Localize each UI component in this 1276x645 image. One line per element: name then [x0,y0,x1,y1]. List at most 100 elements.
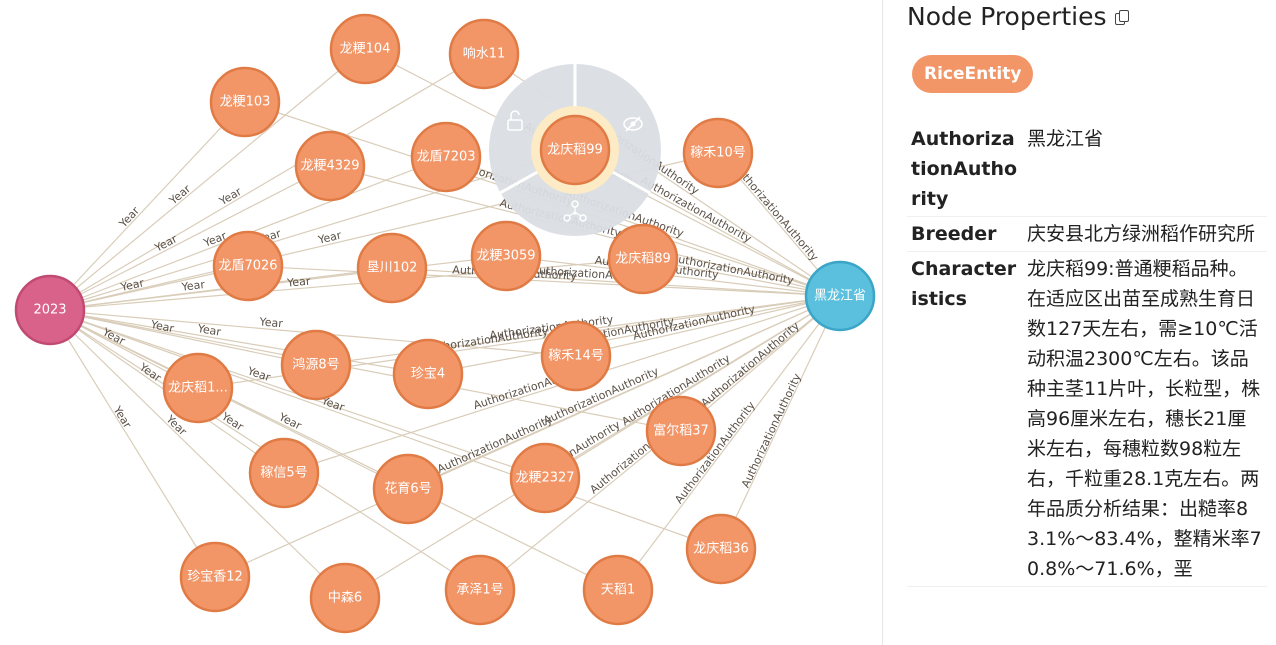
rice-node[interactable]: 龙盾7026 [212,230,284,302]
year-edge [49,309,216,578]
property-value: 龙庆稻99:普通粳稻品种。在适应区出苗至成熟生育日数127天左右，需≥10℃活动… [1027,258,1262,580]
year-edge [49,165,331,311]
node-label: 稼禾10号 [690,146,746,161]
node-label: 响水11 [463,46,506,62]
node-label: 龙盾7203 [416,150,475,165]
node-label: 龙粳104 [340,42,391,57]
node-label: 黑龙江省 [814,289,866,304]
node-label: 鸿源8号 [292,357,339,373]
rice-node[interactable]: 稼信5号 [248,437,320,509]
node-label: 中森6 [328,591,362,606]
node-layer: 龙粳104 响水11 龙粳103 龙粳4329 龙盾7203 龙庆稻99 稼禾10号龙盾70… [14,13,876,634]
rice-node[interactable]: 龙庆稻89 [607,223,679,295]
rice-node[interactable]: 龙粳2327 [509,442,581,514]
property-key: Breeder [911,223,997,245]
node-label: 垦川102 [367,261,418,276]
rice-node[interactable]: 珍宝4 [392,338,464,410]
node-label: 龙粳4329 [300,159,359,174]
year-edge-label: Year [116,204,142,231]
copy-icon[interactable] [1114,9,1129,25]
node-label: 花育6号 [384,481,431,497]
rice-node[interactable]: 中森6 [309,562,381,634]
year-edge-label: Year [119,276,146,294]
node-label: 2023 [33,303,66,318]
property-row: AuthorizationAuthority 黑龙江省 [907,122,1267,217]
property-row: Breeder 庆安县北方绿洲稻作研究所 [907,217,1267,252]
node-label: 珍宝4 [411,367,445,382]
node-label: 龙庆稻99 [547,143,603,158]
expand-icon[interactable] [563,200,587,222]
year-hub-node[interactable]: 2023 [14,274,86,346]
authority-edge-label: AuthorizationAuthority [739,371,804,490]
authority-edge [344,295,841,599]
label-chip[interactable]: RiceEntity [912,55,1034,93]
authority-edge [720,295,841,550]
property-key: Characteristics [911,258,1017,310]
property-table: AuthorizationAuthority 黑龙江省 Breeder 庆安县北… [907,122,1267,587]
year-edge [49,309,346,599]
property-key: AuthorizationAuthority [911,128,1018,210]
year-edge [49,258,644,311]
year-edge [49,309,722,550]
authority-edge [617,295,841,591]
rice-node[interactable]: 鸿源8号 [280,329,352,401]
year-edge [49,309,682,432]
year-edge-label: Year [286,275,312,290]
property-value: 庆安县北方绿洲稻作研究所 [1027,223,1256,245]
rice-node[interactable]: 珍宝香12 [179,541,251,613]
properties-panel: Node Properties RiceEntity Authorization… [882,0,1276,645]
year-edge [49,309,317,366]
year-edge [49,309,429,375]
rice-node[interactable]: 龙粳103 [209,66,281,138]
graph-canvas[interactable]: YearAuthorizationAuthorityYearAuthorizat… [0,0,882,645]
node-label: 龙粳103 [220,95,271,110]
graph-svg[interactable]: YearAuthorizationAuthorityYearAuthorizat… [0,0,882,645]
node-label: 稼信5号 [260,466,307,481]
authority-edge [214,295,841,578]
node-label: 稼禾14号 [548,349,604,364]
node-label: 富尔稻37 [653,423,709,439]
property-value: 黑龙江省 [1027,128,1104,150]
rice-node[interactable]: 垦川102 [356,232,428,304]
rice-node[interactable]: 响水11 [448,18,520,90]
node-label: 龙庆稻1... [168,381,228,396]
year-edge-label: Year [316,229,343,247]
rice-node[interactable]: 龙粳4329 [294,130,366,202]
node-label: 龙庆稻89 [615,252,671,267]
node-label: 承泽1号 [456,583,503,598]
year-edge-label: Year [166,182,193,208]
rice-node[interactable]: 富尔稻37 [645,395,717,467]
selected-node[interactable]: 龙庆稻99 [539,114,611,186]
panel-title: Node Properties [907,2,1107,31]
authority-edge [247,265,841,297]
year-edge [49,101,246,311]
year-edge-label: Year [180,278,206,294]
year-edge [49,53,485,311]
rice-node[interactable]: 龙盾7203 [410,121,482,193]
authority-hub-node[interactable]: 黑龙江省 [804,260,876,332]
rice-node[interactable]: 龙粳104 [329,13,401,85]
rice-node[interactable]: 龙庆稻36 [685,513,757,585]
hide-icon[interactable] [623,116,643,132]
unlock-icon[interactable] [507,110,523,131]
rice-node[interactable]: 龙庆稻1... [162,352,234,424]
rice-node[interactable]: 承泽1号 [444,554,516,626]
node-label: 珍宝香12 [187,570,243,585]
rice-node[interactable]: 稼禾14号 [540,320,612,392]
authority-edge [391,267,841,297]
rice-node[interactable]: 龙粳3059 [470,220,542,292]
year-edge [49,48,366,311]
node-label: 龙庆稻36 [693,542,749,557]
year-edge-label: Year [110,403,134,431]
year-edge [49,309,619,591]
rice-node[interactable]: 天稻1 [582,554,654,626]
rice-node[interactable]: 花育6号 [372,453,444,525]
node-label: 龙粳3059 [476,249,535,264]
year-edge-label: Year [276,410,304,433]
year-edge-label: Year [196,322,223,339]
year-edge-label: Year [149,318,176,336]
node-label: 龙粳2327 [515,471,574,486]
authority-edge [575,295,841,357]
year-edge-label: Year [258,315,284,330]
rice-node[interactable]: 稼禾10号 [682,117,754,189]
